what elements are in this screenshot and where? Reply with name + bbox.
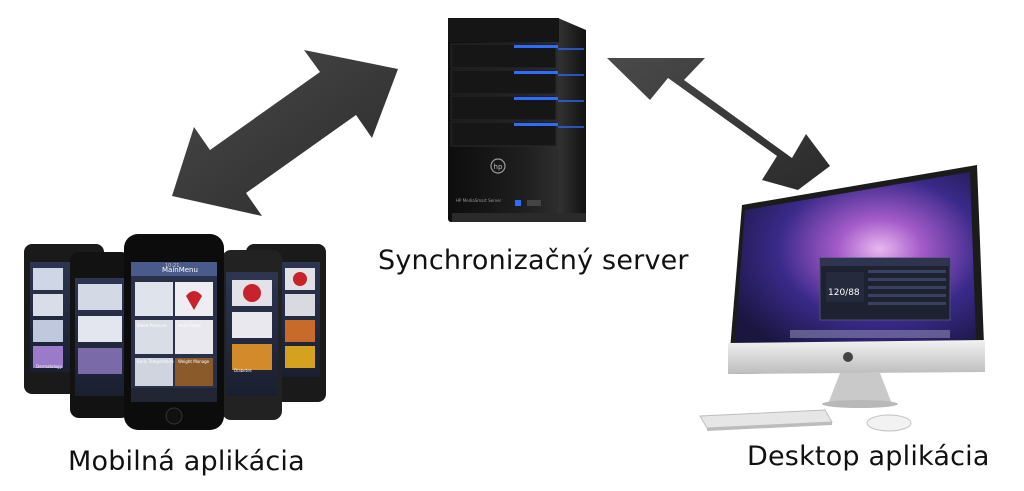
server-tower-icon: hp: [448, 18, 586, 222]
tile-label: Body Temperature: [137, 359, 174, 364]
mobile-screen-title: MainMenu: [162, 266, 198, 274]
tile-label: Diabetes: [234, 368, 252, 373]
tile-label: Blood Pressure: [137, 323, 167, 328]
keyboard-icon: [699, 409, 833, 431]
double-arrow-icon: [172, 50, 398, 216]
tile-label: Weight Manage: [178, 359, 210, 364]
mouse-icon: [866, 414, 912, 432]
apple-logo-icon: [843, 352, 853, 362]
tile-label: Heart Pulse: [178, 323, 201, 328]
smartphone-icon: [24, 234, 326, 430]
mobile-label: Mobilná aplikácia: [68, 446, 305, 477]
desktop-label: Desktop aplikácia: [747, 441, 990, 472]
server-brand-text: HP MediaSmart Server: [456, 198, 502, 203]
mobile-screen-time: 10:21: [165, 263, 179, 269]
double-arrow-icon: [607, 58, 830, 190]
imac-icon: [728, 165, 985, 408]
tile-label: Dermatology: [36, 364, 63, 369]
server-label: Synchronizačný server: [378, 245, 689, 276]
desktop-reading: 120/88: [828, 288, 860, 298]
svg-text:hp: hp: [494, 163, 503, 171]
